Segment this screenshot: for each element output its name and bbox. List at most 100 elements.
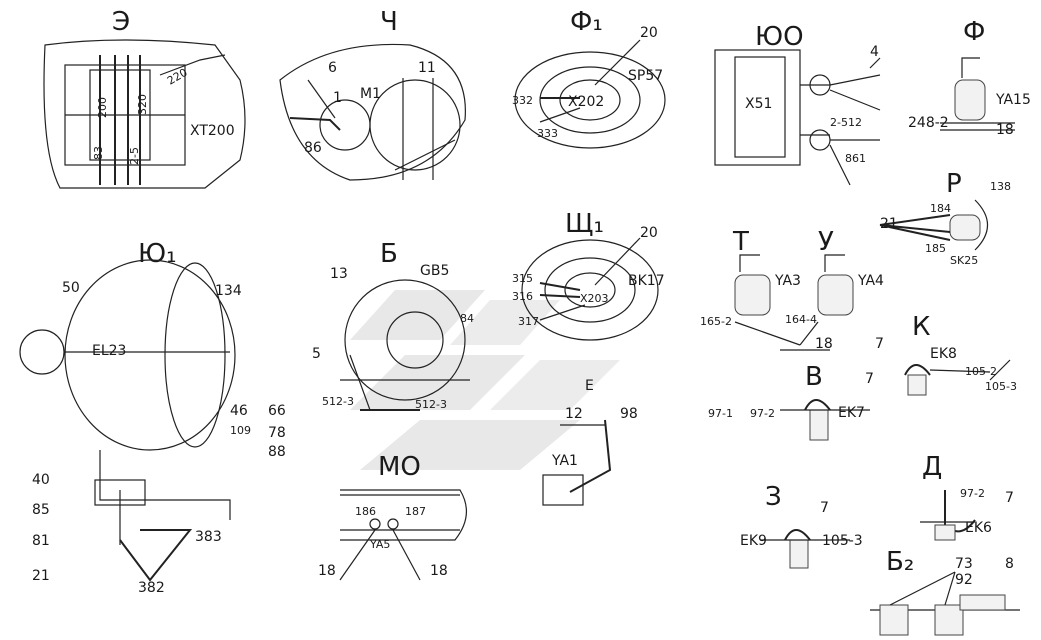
label-n78: 78 xyxy=(268,425,286,441)
label-n185: 185 xyxy=(925,242,946,255)
label-ya15: YA15 xyxy=(995,92,1031,108)
label-bk17: BK17 xyxy=(628,273,665,289)
label-n4: 4 xyxy=(870,44,879,60)
label-title: МО xyxy=(378,452,421,482)
label-w97-2a: 97-2 xyxy=(750,407,775,420)
label-sp57: SP57 xyxy=(628,68,663,84)
label-title: В xyxy=(805,362,823,392)
label-title: К xyxy=(912,312,930,342)
label-n12: 12 xyxy=(565,406,583,422)
label-ek6: EK6 xyxy=(965,520,992,536)
label-n134: 134 xyxy=(215,283,242,299)
label-n184: 184 xyxy=(930,202,951,215)
label-w316: 316 xyxy=(512,290,533,303)
label-n13: 13 xyxy=(330,266,348,282)
view-f: Ф YA15 248-2 18 xyxy=(908,17,1031,138)
label-title: Т xyxy=(732,227,749,257)
label-n98: 98 xyxy=(620,406,638,422)
label-x202: X202 xyxy=(568,94,604,110)
label-n1: 1 xyxy=(333,90,342,106)
label-w2-512: 2-512 xyxy=(830,116,862,129)
label-w317: 317 xyxy=(518,315,539,328)
label-ya5: YA5 xyxy=(369,538,390,551)
label-w165-2: 165-2 xyxy=(700,315,732,328)
view-d: Д 97-2 7 EK6 xyxy=(920,452,1014,541)
label-title: ЮО xyxy=(755,22,804,52)
view-mo: МО 186 187 YA5 18 18 xyxy=(318,452,467,581)
view-b: Б 13 GB5 84 5 512-3 512-3 xyxy=(312,239,474,411)
view-ye: Е 12 98 YA1 xyxy=(542,378,638,506)
label-w97-2b: 97-2 xyxy=(960,487,985,500)
label-w2-5: 2-5 xyxy=(128,147,141,165)
label-w315: 315 xyxy=(512,272,533,285)
label-n7c: 7 xyxy=(820,500,829,516)
label-n21: 21 xyxy=(880,216,898,232)
label-w512-3b: 512-3 xyxy=(415,398,447,411)
label-n7d: 7 xyxy=(1005,490,1014,506)
label-n333: 333 xyxy=(537,127,558,140)
watermark-logo xyxy=(350,290,620,470)
label-n46: 46 xyxy=(230,403,248,419)
label-w248-2: 248-2 xyxy=(908,115,949,131)
label-gb5: GB5 xyxy=(420,263,449,279)
label-n81: 81 xyxy=(32,533,50,549)
label-title: Ф₁ xyxy=(570,7,603,37)
label-ek8: EK8 xyxy=(930,346,957,362)
label-m1: M1 xyxy=(360,86,381,102)
view-r: Р 21 184 185 SK25 138 xyxy=(879,169,1011,267)
label-w220: 220 xyxy=(165,66,190,88)
label-n21b: 21 xyxy=(32,568,50,584)
label-n73: 73 xyxy=(955,556,973,572)
label-w83: 83 xyxy=(92,146,105,160)
label-title: Б₂ xyxy=(886,547,914,577)
view-e: Э XT200 220 200 320 83 2-5 xyxy=(43,7,246,189)
label-x51: X51 xyxy=(745,96,772,112)
label-x203: X203 xyxy=(580,292,609,305)
label-ya1: YA1 xyxy=(551,453,578,469)
label-w320: 320 xyxy=(136,94,149,115)
label-title: Д xyxy=(922,452,942,482)
label-n383: 383 xyxy=(195,529,222,545)
label-n109: 109 xyxy=(230,424,251,437)
view-v: В 7 97-1 97-2 EK7 xyxy=(708,362,874,441)
label-n7a: 7 xyxy=(875,336,884,352)
view-sh1: Щ₁ 20 315 316 X203 BK17 317 xyxy=(512,209,665,341)
label-n187: 187 xyxy=(405,505,426,518)
label-title: Щ₁ xyxy=(565,209,604,239)
view-k: К 7 EK8 105-2 105-3 xyxy=(875,312,1017,396)
label-n11: 11 xyxy=(418,60,436,76)
label-title: Р xyxy=(946,169,962,199)
label-w861: 861 xyxy=(845,152,866,165)
label-n382: 382 xyxy=(138,580,165,596)
label-ya4: YA4 xyxy=(857,273,884,289)
label-n20a: 20 xyxy=(640,25,658,41)
label-n92: 92 xyxy=(955,572,973,588)
label-n18b: 18 xyxy=(815,336,833,352)
label-ya3: YA3 xyxy=(774,273,801,289)
label-n18a: 18 xyxy=(996,122,1014,138)
label-n20b: 20 xyxy=(640,225,658,241)
label-title: Ф xyxy=(963,17,985,47)
label-title: З xyxy=(765,482,782,512)
label-n40: 40 xyxy=(32,472,50,488)
view-z: З 7 EK9 105-3 xyxy=(740,482,863,569)
label-n86: 86 xyxy=(304,140,322,156)
label-n8: 8 xyxy=(1005,556,1014,572)
label-n50: 50 xyxy=(62,280,80,296)
label-n6: 6 xyxy=(328,60,337,76)
label-xt200: XT200 xyxy=(190,123,235,139)
label-title: Е xyxy=(585,378,594,394)
label-w105-3a: 105-3 xyxy=(985,380,1017,393)
label-n18c: 18 xyxy=(318,563,336,579)
label-n7b: 7 xyxy=(865,371,874,387)
label-w105-2: 105-2 xyxy=(965,365,997,378)
label-w512-3a: 512-3 xyxy=(322,395,354,408)
label-n18d: 18 xyxy=(430,563,448,579)
label-w105-3b: 105-3 xyxy=(822,533,863,549)
label-n186: 186 xyxy=(355,505,376,518)
label-w200: 200 xyxy=(96,97,109,118)
label-w164-4: 164-4 xyxy=(785,313,817,326)
view-ch: Ч 6 1 M1 86 11 xyxy=(279,7,466,181)
label-title: Ч xyxy=(380,7,398,37)
